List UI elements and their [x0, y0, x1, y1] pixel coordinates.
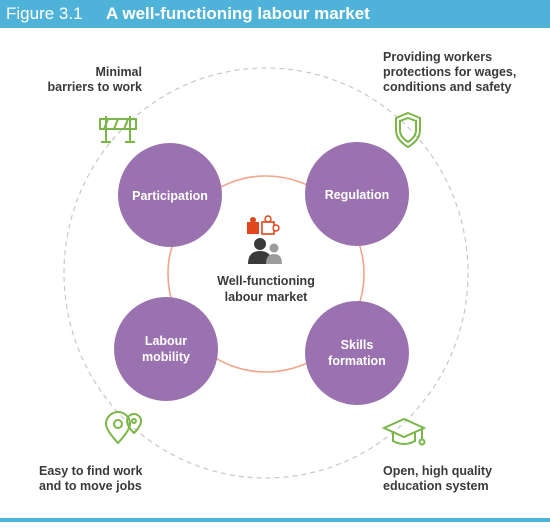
outer-dashed-ring: [63, 67, 469, 479]
pillar-label-skills-formation: Skills formation: [328, 338, 386, 368]
pillar-label-participation: Participation: [132, 189, 208, 203]
inner-ring: [167, 175, 365, 373]
pillar-circle-regulation: [305, 142, 409, 246]
shield-icon: [395, 111, 421, 149]
pillar-circle-skills-formation: [305, 301, 409, 405]
pillar-circle-labour-mobility: [114, 297, 218, 401]
pillar-label-labour-mobility: Labour mobility: [142, 334, 190, 364]
figure-number: Figure 3.1: [6, 4, 83, 23]
outer-label-skills-formation: Open, high quality education system: [383, 464, 493, 493]
outer-label-labour-mobility: Easy to find work and to move jobs: [39, 464, 143, 493]
figure-title: A well-functioning labour market: [106, 4, 370, 23]
bottom-rule: [0, 518, 550, 522]
center-label: Well-functioning labour market: [217, 274, 315, 304]
puzzle-people-icon: [247, 215, 282, 264]
outer-label-regulation: Providing workers protections for wages,…: [383, 50, 517, 94]
pillar-circle-participation: [118, 143, 222, 247]
figure-header: Figure 3.1 A well-functioning labour mar…: [0, 0, 550, 28]
outer-label-participation: Minimal barriers to work: [47, 65, 142, 94]
pillar-label-regulation: Regulation: [324, 188, 390, 202]
graduation-cap-icon: [381, 417, 427, 446]
location-pins-icon: [104, 411, 143, 445]
road-barrier-icon: [99, 116, 137, 143]
